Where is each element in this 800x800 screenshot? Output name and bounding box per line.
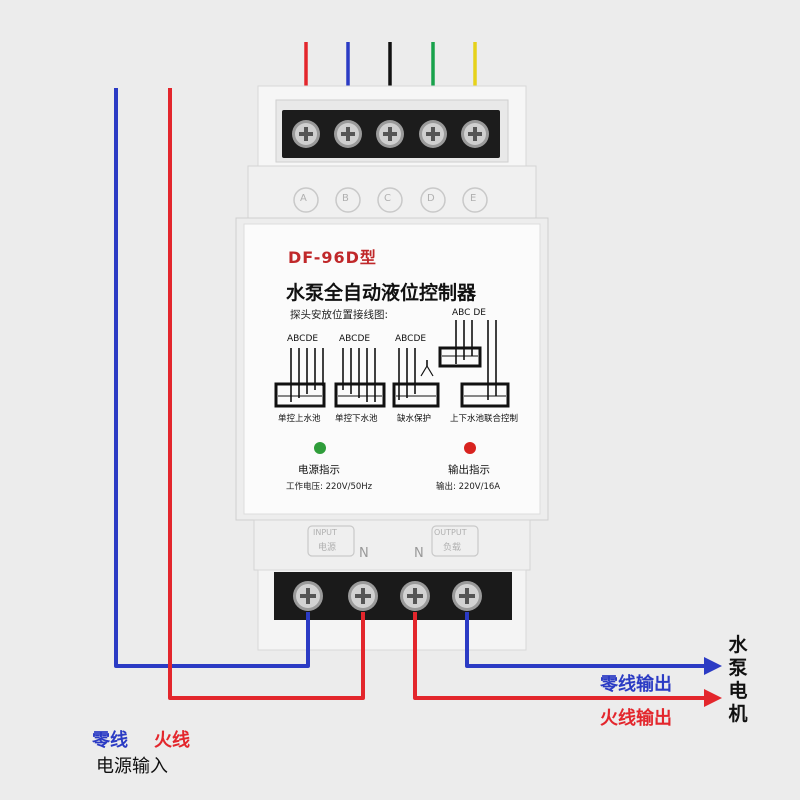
diagram-dry-protect bbox=[392, 348, 440, 408]
screw-n-out bbox=[400, 581, 430, 611]
terminal-letter-a: A bbox=[300, 193, 307, 204]
diagram-combined bbox=[438, 320, 510, 408]
terminal-letter-e: E bbox=[470, 193, 477, 204]
power-indicator-spec: 工作电压: 220V/50Hz bbox=[286, 482, 373, 492]
terminal-letter-b: B bbox=[342, 193, 349, 204]
probe-labels-2: ABCDE bbox=[339, 334, 371, 344]
neutral-output-label: 零线输出 bbox=[600, 674, 672, 695]
pump-char-2: 泵 bbox=[728, 657, 748, 679]
neutral-output-arrow bbox=[704, 657, 722, 675]
terminal-letter-rings bbox=[293, 187, 488, 213]
power-input-label: 电源输入 bbox=[96, 756, 168, 777]
output-led bbox=[464, 442, 476, 454]
screw-e bbox=[461, 120, 489, 148]
screw-b bbox=[334, 120, 362, 148]
n-label-2: N bbox=[414, 546, 424, 561]
n-label-1: N bbox=[359, 546, 369, 561]
pump-char-4: 机 bbox=[728, 703, 748, 725]
bottom-terminal-block bbox=[293, 581, 482, 611]
product-title: 水泵全自动液位控制器 bbox=[286, 282, 477, 304]
diagram-single-lower bbox=[334, 348, 386, 408]
probe-labels-4: ABC DE bbox=[452, 308, 486, 318]
pump-char-1: 水 bbox=[728, 634, 748, 656]
diagram-title: 探头安放位置接线图: bbox=[290, 309, 389, 321]
probe-labels-1: ABCDE bbox=[287, 334, 319, 344]
neutral-label: 零线 bbox=[92, 730, 128, 751]
output-indicator-spec: 输出: 220V/16A bbox=[436, 482, 501, 492]
external-wiring bbox=[114, 88, 706, 700]
pump-char-3: 电 bbox=[728, 680, 748, 702]
power-indicator-label: 电源指示 bbox=[298, 464, 340, 476]
model-label: DF-96D型 bbox=[288, 248, 377, 267]
diagram-caption-4: 上下水池联合控制 bbox=[450, 414, 519, 424]
live-label: 火线 bbox=[154, 730, 190, 751]
pump-motor-label: 水 泵 电 机 bbox=[726, 634, 750, 726]
bottom-label-strip bbox=[307, 525, 479, 557]
diagram-caption-2: 单控下水池 bbox=[335, 414, 378, 424]
diagram-single-upper bbox=[274, 348, 326, 408]
output-indicator-label: 输出指示 bbox=[448, 464, 490, 476]
screw-l-in bbox=[293, 581, 323, 611]
live-output-wire bbox=[413, 612, 706, 700]
input-cn-label: 电源 bbox=[318, 543, 337, 553]
neutral-input-wire bbox=[114, 88, 310, 668]
screw-n-in bbox=[348, 581, 378, 611]
terminal-letter-d: D bbox=[427, 193, 435, 204]
terminal-letter-c: C bbox=[384, 193, 391, 204]
live-input-wire bbox=[168, 88, 365, 700]
probe-labels-3: ABCDE bbox=[395, 334, 427, 344]
diagram-caption-3: 缺水保护 bbox=[397, 414, 432, 424]
top-terminal-block bbox=[282, 110, 500, 158]
diagram-caption-1: 单控上水池 bbox=[278, 414, 321, 424]
neutral-output-wire bbox=[465, 612, 706, 668]
device-housing bbox=[235, 85, 549, 651]
probe-diagrams bbox=[274, 320, 510, 408]
live-output-label: 火线输出 bbox=[600, 708, 672, 729]
power-led bbox=[314, 442, 326, 454]
output-cn-label: 负载 bbox=[443, 543, 462, 553]
screw-a bbox=[292, 120, 320, 148]
screw-d bbox=[419, 120, 447, 148]
live-output-arrow bbox=[704, 689, 722, 707]
screw-c bbox=[376, 120, 404, 148]
output-en-label: OUTPUT bbox=[434, 528, 467, 537]
input-en-label: INPUT bbox=[313, 528, 337, 537]
screw-l-out bbox=[452, 581, 482, 611]
